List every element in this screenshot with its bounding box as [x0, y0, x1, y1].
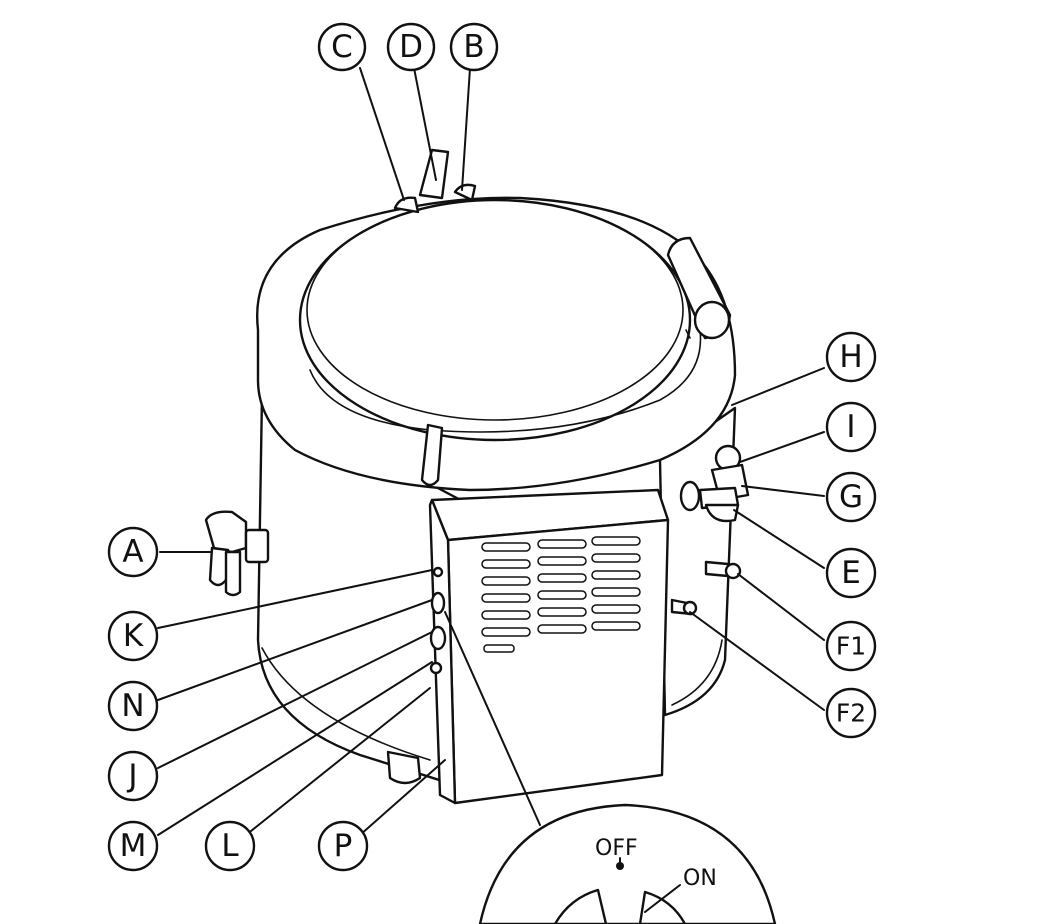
counterweight — [666, 236, 732, 340]
callout-F1: F1 — [825, 620, 877, 672]
callout-L: L — [204, 820, 256, 872]
callout-label-L: L — [221, 828, 239, 864]
callout-K: K — [107, 610, 159, 662]
off-label: OFF — [595, 836, 638, 861]
callout-label-G: G — [839, 479, 863, 515]
callout-N: N — [107, 680, 159, 732]
callout-D: D — [386, 22, 436, 72]
on-label: ON — [683, 866, 717, 891]
callout-label-P: P — [334, 828, 353, 864]
callout-label-M: M — [120, 828, 147, 864]
callout-J: J — [107, 750, 159, 802]
callout-label-N: N — [121, 688, 144, 724]
callout-label-A: A — [122, 534, 143, 570]
water-tap — [204, 510, 270, 597]
callout-label-H: H — [839, 339, 862, 375]
callout-label-B: B — [463, 29, 484, 65]
control-box — [428, 488, 670, 805]
callout-label-I: I — [846, 409, 855, 445]
callout-F2: F2 — [825, 687, 877, 739]
vent-slots — [481, 536, 641, 653]
callout-B: B — [449, 22, 499, 72]
callout-G: G — [825, 471, 877, 523]
callout-label-D: D — [399, 29, 423, 65]
callout-C: C — [317, 22, 367, 72]
callout-H: H — [825, 331, 877, 383]
lid-assembly — [256, 148, 737, 492]
leader-lines — [157, 67, 825, 836]
callout-label-C: C — [331, 29, 353, 65]
callout-label-F1: F1 — [836, 632, 866, 661]
callout-label-E: E — [841, 555, 861, 591]
callout-P: P — [317, 820, 369, 872]
callout-A: A — [107, 526, 159, 578]
callout-label-J: J — [126, 758, 137, 794]
callout-E: E — [825, 547, 877, 599]
callout-label-F2: F2 — [836, 699, 866, 728]
callout-label-K: K — [123, 618, 144, 654]
switch-detail: OFF ON — [478, 803, 777, 924]
callout-M: M — [107, 820, 159, 872]
callout-I: I — [825, 401, 877, 453]
right-fittings — [670, 444, 750, 616]
